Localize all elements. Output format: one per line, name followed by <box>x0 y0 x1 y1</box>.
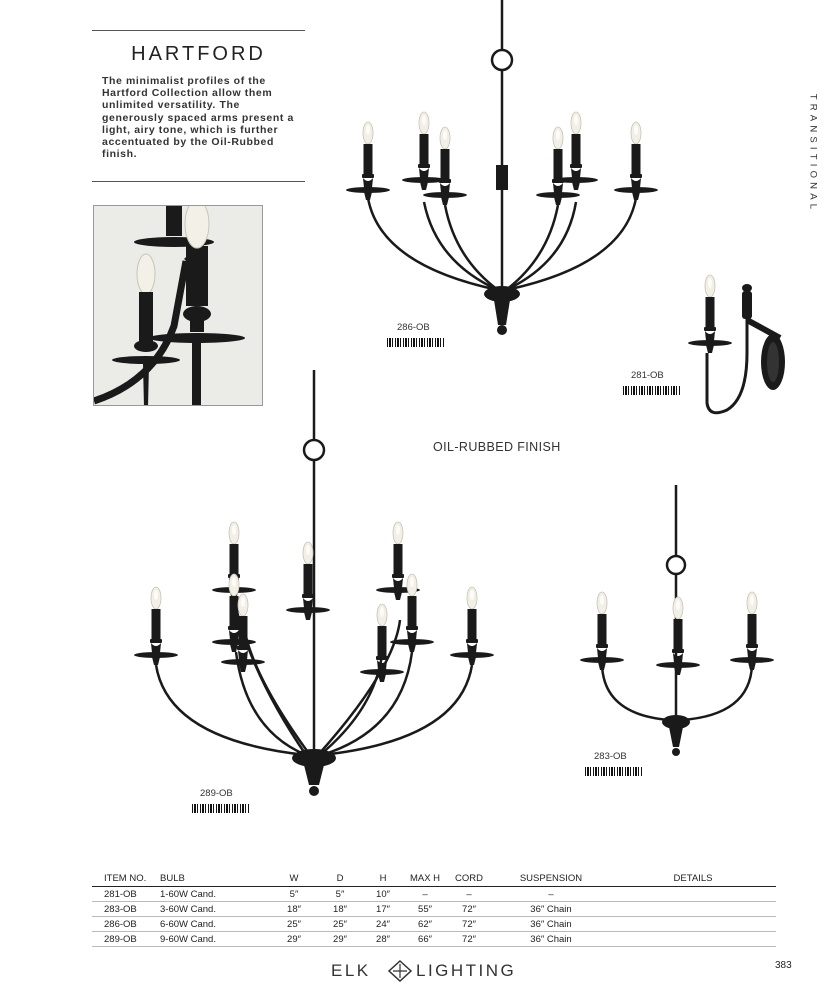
style-label-text: TRANSITIONAL <box>807 93 819 214</box>
cell-suspension: 36″ Chain <box>492 901 610 917</box>
cell-suspension: – <box>492 886 610 902</box>
col-w: W <box>270 872 318 887</box>
brand-name-left: ELK <box>331 961 371 980</box>
sconce-281-image <box>685 258 795 418</box>
cell-max-h: 66″ <box>404 931 446 947</box>
cell-details <box>610 931 776 947</box>
brand-name-right: LIGHTING <box>416 961 517 980</box>
col-item: ITEM NO. <box>92 872 160 887</box>
cell-details <box>610 901 776 917</box>
finish-label: OIL-RUBBED FINISH <box>433 440 561 454</box>
cell-d: 29″ <box>318 931 362 947</box>
col-d: D <box>318 872 362 887</box>
cell-cord: 72″ <box>446 916 492 932</box>
cell-details <box>610 886 776 902</box>
cell-w: 29″ <box>270 931 318 947</box>
barcode-283 <box>585 767 642 776</box>
cell-item: 286-OB <box>92 916 160 932</box>
cell-max-h: 55″ <box>404 901 446 917</box>
col-max-h: MAX H <box>404 872 446 887</box>
spec-table: ITEM NO. BULB W D H MAX H CORD SUSPENSIO… <box>92 872 776 947</box>
cell-bulb: 9-60W Cand. <box>160 931 270 947</box>
cell-w: 18″ <box>270 901 318 917</box>
cell-cord: 72″ <box>446 931 492 947</box>
brand-diamond-icon <box>387 960 413 982</box>
cell-d: 25″ <box>318 916 362 932</box>
cell-d: 18″ <box>318 901 362 917</box>
col-bulb: BULB <box>160 872 270 887</box>
table-row: 289-OB 9-60W Cand. 29″ 29″ 28″ 66″ 72″ 3… <box>92 931 776 947</box>
cell-w: 5″ <box>270 886 318 902</box>
col-suspension: SUSPENSION <box>492 872 610 887</box>
barcode-286 <box>387 338 444 347</box>
item-label-283: 283-OB <box>594 751 627 762</box>
cell-bulb: 6-60W Cand. <box>160 916 270 932</box>
page-number: 383 <box>775 960 792 971</box>
item-label-289: 289-OB <box>200 788 233 799</box>
spec-table-header: ITEM NO. BULB W D H MAX H CORD SUSPENSIO… <box>92 872 776 887</box>
cell-h: 28″ <box>362 931 404 947</box>
collection-title: HARTFORD <box>131 43 266 65</box>
table-row: 286-OB 6-60W Cand. 25″ 25″ 24″ 62″ 72″ 3… <box>92 916 776 932</box>
table-row: 283-OB 3-60W Cand. 18″ 18″ 17″ 55″ 72″ 3… <box>92 901 776 917</box>
cell-bulb: 1-60W Cand. <box>160 886 270 902</box>
barcode-281 <box>623 386 680 395</box>
cell-d: 5″ <box>318 886 362 902</box>
cell-max-h: – <box>404 886 446 902</box>
barcode-289 <box>192 804 249 813</box>
col-details: DETAILS <box>610 872 776 887</box>
cell-max-h: 62″ <box>404 916 446 932</box>
collection-description: The minimalist profiles of the Hartford … <box>102 75 294 161</box>
chandelier-283-image <box>578 485 778 760</box>
detail-photo-image <box>94 206 262 405</box>
cell-details <box>610 916 776 932</box>
cell-cord: 72″ <box>446 901 492 917</box>
cell-suspension: 36″ Chain <box>492 916 610 932</box>
style-side-label: TRANSITIONAL <box>798 68 826 243</box>
cell-suspension: 36″ Chain <box>492 931 610 947</box>
collection-intro: HARTFORD The minimalist profiles of the … <box>92 30 305 182</box>
col-cord: CORD <box>446 872 492 887</box>
detail-photo <box>93 205 263 406</box>
table-row: 281-OB 1-60W Cand. 5″ 5″ 10″ – – – <box>92 886 776 902</box>
item-label-286: 286-OB <box>397 322 430 333</box>
cell-cord: – <box>446 886 492 902</box>
item-label-281: 281-OB <box>631 370 664 381</box>
cell-h: 24″ <box>362 916 404 932</box>
col-h: H <box>362 872 404 887</box>
cell-bulb: 3-60W Cand. <box>160 901 270 917</box>
cell-h: 17″ <box>362 901 404 917</box>
cell-item: 289-OB <box>92 931 160 947</box>
chandelier-289-image <box>128 370 500 800</box>
cell-item: 281-OB <box>92 886 160 902</box>
cell-h: 10″ <box>362 886 404 902</box>
chandelier-286-image <box>340 0 670 340</box>
cell-w: 25″ <box>270 916 318 932</box>
brand-logo: ELK LIGHTING <box>331 960 531 982</box>
cell-item: 283-OB <box>92 901 160 917</box>
